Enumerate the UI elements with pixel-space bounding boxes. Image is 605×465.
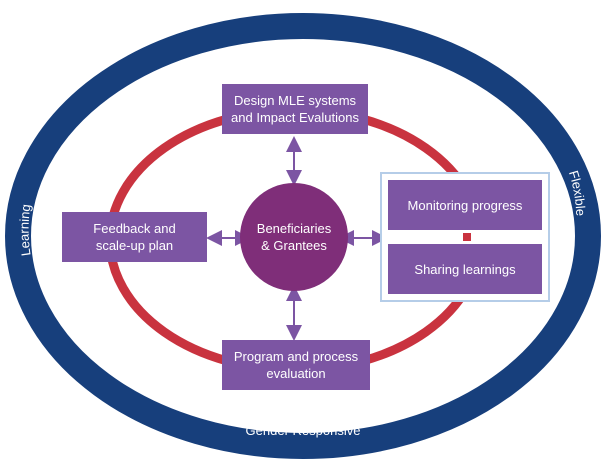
box-design-mle-label: Design MLE systems and Impact Evalutions — [231, 93, 359, 125]
outer-ring — [5, 13, 601, 459]
box-program-evaluation-label: Program and process evaluation — [233, 349, 359, 381]
box-monitoring: Monitoring progress — [388, 180, 542, 230]
box-feedback: Feedback and scale-up plan — [62, 212, 207, 262]
box-monitoring-label: Monitoring progress — [407, 197, 523, 213]
ring-label-top: Inclusive — [278, 39, 329, 54]
box-program-evaluation: Program and process evaluation — [222, 340, 370, 390]
box-sharing-label: Sharing learnings — [414, 261, 516, 277]
ring-label-left: Learning — [17, 203, 34, 257]
box-sharing: Sharing learnings — [388, 244, 542, 294]
center-circle — [240, 183, 348, 291]
ring-label-left-path: Learning — [17, 203, 34, 257]
box-feedback-label: Feedback and scale-up plan — [93, 221, 176, 253]
frame-connector — [463, 233, 471, 241]
center-label: Beneficiaries & Grantees — [256, 221, 332, 253]
box-design-mle: Design MLE systems and Impact Evalutions — [222, 84, 368, 134]
ring-label-bottom: Gender Responsive — [246, 423, 361, 438]
